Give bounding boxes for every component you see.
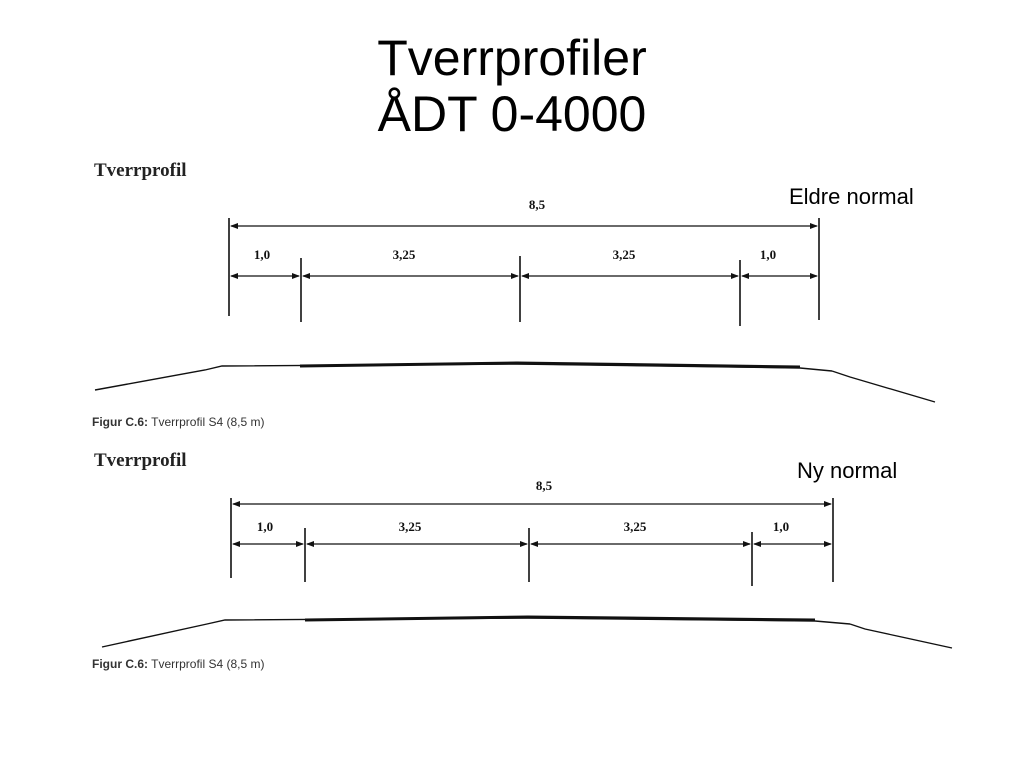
slide-title-line-1: Tverrprofiler — [377, 30, 647, 86]
road-surface-line — [101, 617, 851, 648]
segment-label-lane-left: 3,25 — [399, 519, 422, 534]
figure-caption-text: Tverrprofil S4 (8,5 m) — [148, 657, 265, 671]
segment-label-shoulder-left: 1,0 — [257, 519, 273, 534]
segment-label-lane-right: 3,25 — [613, 247, 636, 262]
cross-section-new-standard: Tverrprofil Ny normal 8,5 1,0 3,25 3,25 … — [0, 440, 1024, 710]
profile-heading: Tverrprofil — [94, 450, 187, 471]
figure-caption: Figur C.6: Tverrprofil S4 (8,5 m) — [92, 415, 264, 429]
figure-caption-label: Figur C.6: — [92, 415, 148, 429]
cross-section-diagram: 8,5 1,0 3,25 3,25 1,0 — [94, 197, 936, 403]
road-surface-crown — [299, 361, 801, 369]
slide-title: Tverrprofiler ÅDT 0-4000 — [0, 30, 1024, 148]
figure-caption-text: Tverrprofil S4 (8,5 m) — [148, 415, 265, 429]
segment-label-shoulder-left: 1,0 — [254, 247, 270, 262]
total-dimension-label: 8,5 — [529, 197, 546, 212]
road-slope-right — [831, 370, 936, 403]
profile-note: Ny normal — [797, 458, 898, 483]
profile-heading: Tverrprofil — [94, 160, 187, 181]
profile-note: Eldre normal — [789, 184, 914, 209]
figure-caption: Figur C.6: Tverrprofil S4 (8,5 m) — [92, 657, 264, 671]
segment-label-lane-right: 3,25 — [624, 519, 647, 534]
road-surface-crown — [304, 615, 816, 622]
segment-label-lane-left: 3,25 — [393, 247, 416, 262]
road-surface-line — [94, 363, 833, 391]
road-slope-right — [849, 623, 953, 649]
slide-title-line-2: ÅDT 0-4000 — [377, 86, 647, 142]
total-dimension-label: 8,5 — [536, 478, 553, 493]
cross-section-old-standard: Tverrprofil Eldre normal 8,5 1,0 3,25 3,… — [0, 150, 1024, 429]
segment-label-shoulder-right: 1,0 — [760, 247, 776, 262]
figure-caption-label: Figur C.6: — [92, 657, 148, 671]
segment-label-shoulder-right: 1,0 — [773, 519, 789, 534]
cross-section-diagram: 8,5 1,0 3,25 3,25 1,0 — [101, 478, 953, 649]
